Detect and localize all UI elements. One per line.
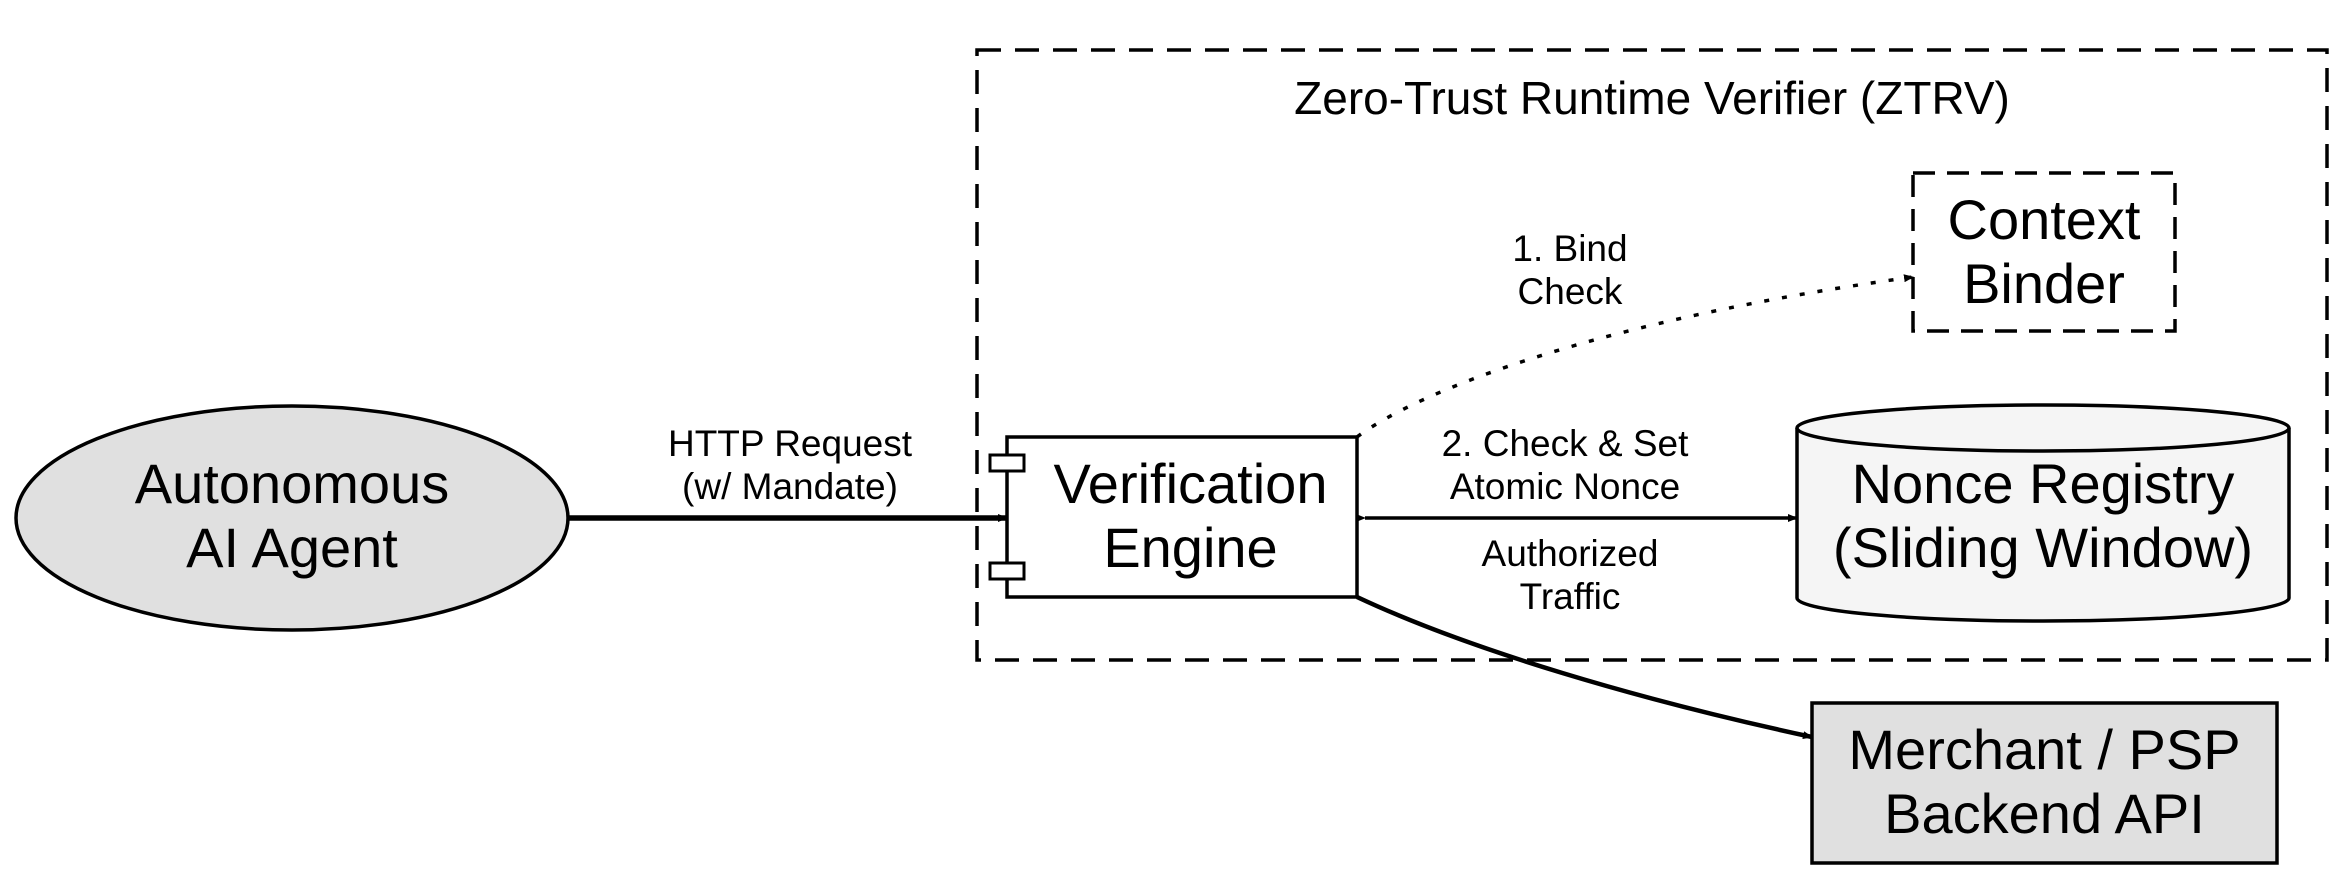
binder-label-line-2: Binder bbox=[1963, 252, 2125, 316]
nonce-label-line-1: 2. Check & Set bbox=[1441, 423, 1689, 464]
bind-label-line-2: Check bbox=[1517, 270, 1623, 312]
merchant-node-shape bbox=[1810, 701, 2279, 865]
engine-port-top bbox=[988, 453, 1026, 473]
nonce-edge-label: 2. Check & Set Atomic Nonce bbox=[1400, 423, 1730, 508]
merchant-label-line-1: Merchant / PSP bbox=[1848, 718, 2241, 781]
cluster-title: Zero-Trust Runtime Verifier (ZTRV) bbox=[1294, 72, 2010, 124]
registry-node-shape bbox=[1795, 428, 2291, 623]
bind-check-edge-label: 1. Bind Check bbox=[1440, 228, 1700, 313]
engine-label-line-2: Engine bbox=[1103, 516, 1278, 580]
nonce-label-line-2: Atomic Nonce bbox=[1449, 465, 1681, 507]
request-edge-label: HTTP Request (w/ Mandate) bbox=[630, 423, 950, 508]
merchant-label-line-2: Backend API bbox=[1884, 782, 2205, 846]
registry-node-top bbox=[1795, 403, 2291, 453]
authorized-traffic-edge-label: Authorized Traffic bbox=[1440, 533, 1700, 618]
request-label-line-1: HTTP Request bbox=[667, 423, 913, 464]
bind-label-line-1: 1. Bind bbox=[1512, 228, 1628, 269]
traffic-label-line-1: Authorized bbox=[1481, 533, 1659, 574]
binder-label-line-1: Context bbox=[1947, 188, 2141, 251]
engine-label-line-1: Verification bbox=[1053, 452, 1328, 515]
agent-label-line-1: Autonomous bbox=[134, 452, 450, 515]
engine-port-bottom bbox=[988, 561, 1026, 581]
registry-node-label: Nonce Registry (Sliding Window) bbox=[1797, 452, 2289, 581]
authorized-traffic-edge bbox=[1356, 594, 1813, 740]
request-label-line-2: (w/ Mandate) bbox=[682, 465, 898, 507]
bind-check-edge bbox=[1355, 274, 1914, 439]
registry-label-line-1: Nonce Registry bbox=[1851, 452, 2235, 515]
binder-node-label: Context Binder bbox=[1913, 188, 2175, 317]
agent-node-label: Autonomous AI Agent bbox=[92, 452, 492, 581]
engine-node-label: Verification Engine bbox=[1024, 452, 1357, 581]
ztrv-cluster-boundary bbox=[975, 48, 2329, 662]
engine-node-shape bbox=[1005, 435, 1359, 599]
traffic-label-line-2: Traffic bbox=[1519, 575, 1621, 617]
binder-node-shape bbox=[1911, 171, 2177, 333]
registry-label-line-2: (Sliding Window) bbox=[1832, 516, 2254, 580]
merchant-node-label: Merchant / PSP Backend API bbox=[1812, 718, 2277, 847]
agent-label-line-2: AI Agent bbox=[186, 516, 398, 580]
